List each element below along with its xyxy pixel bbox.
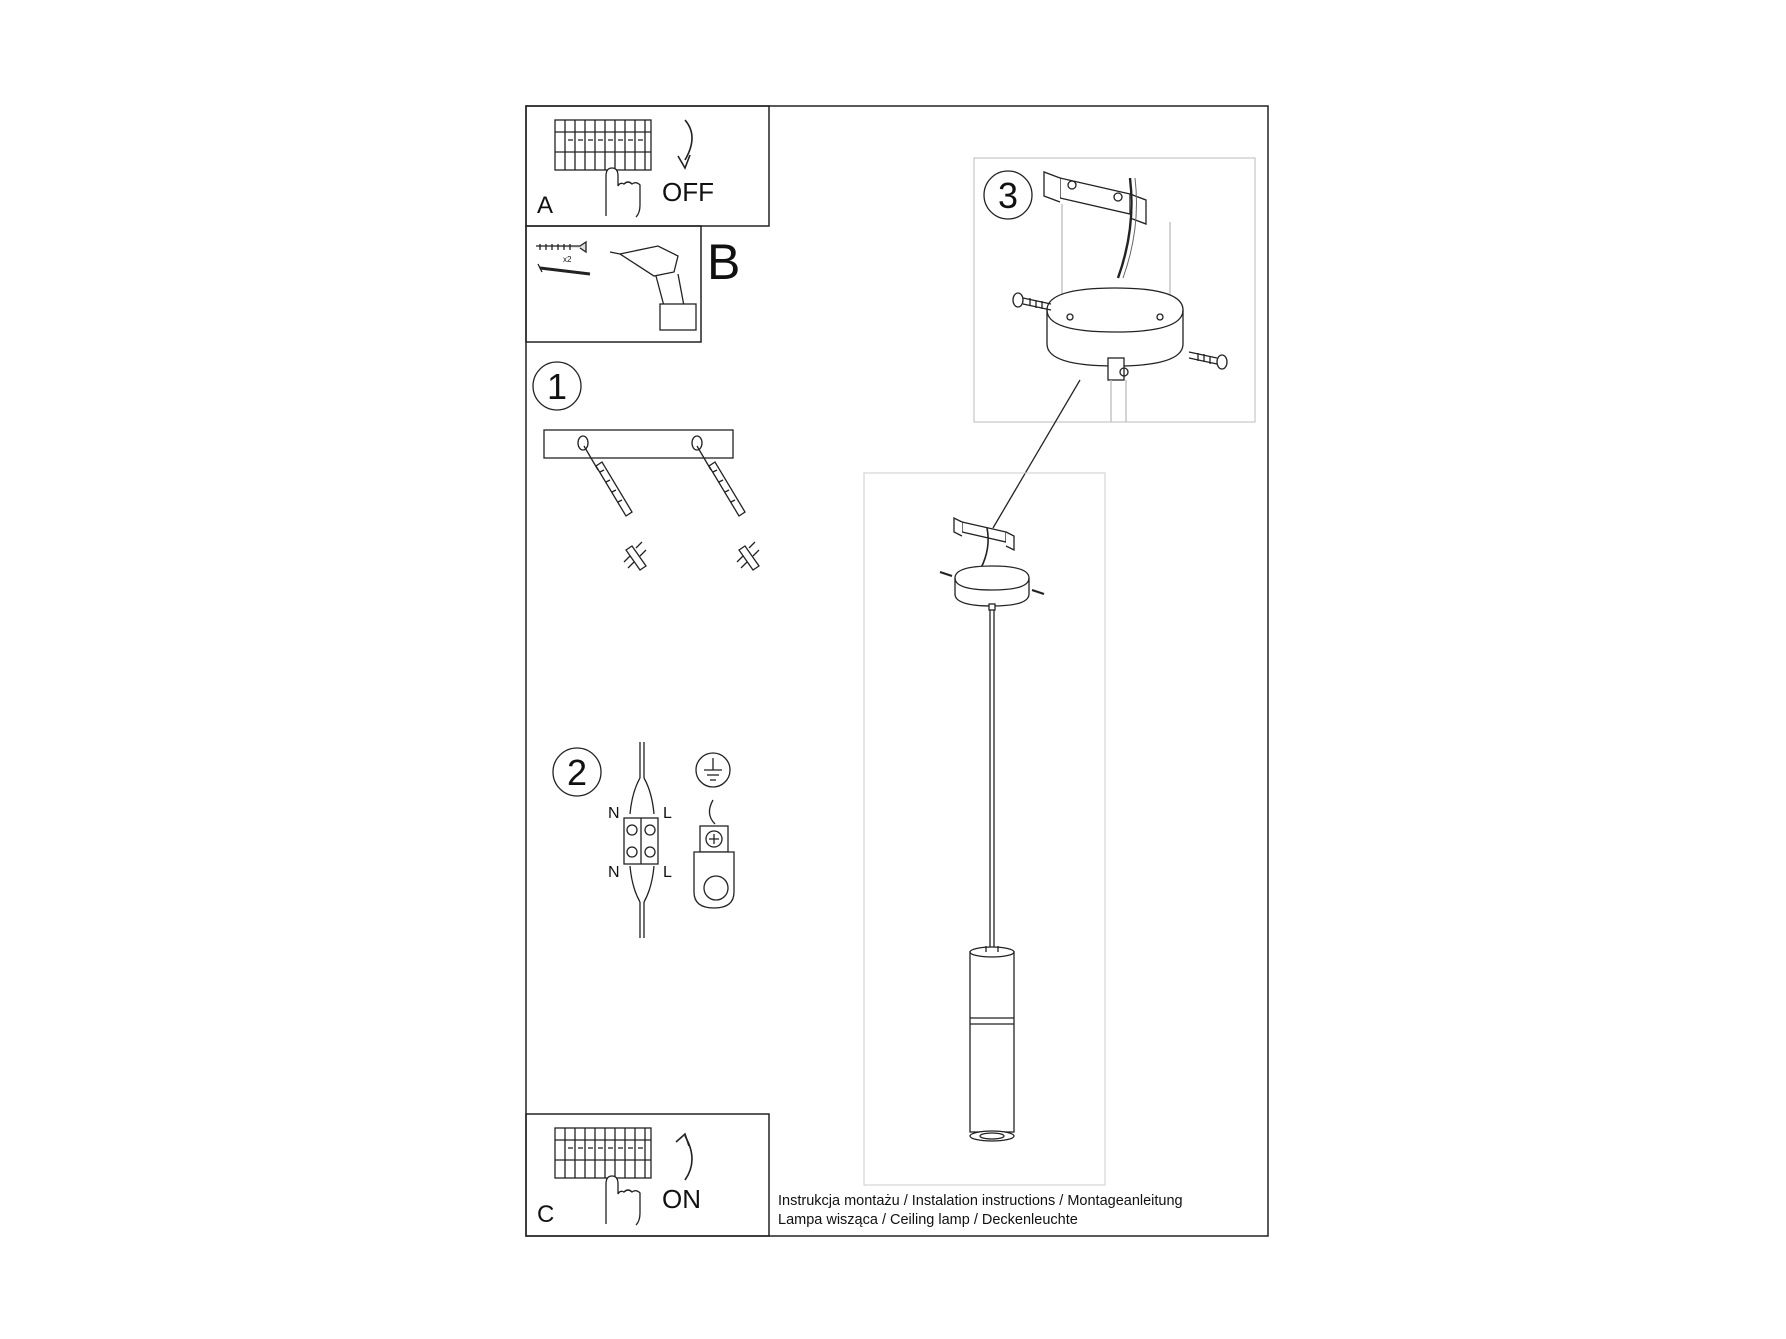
- step-1: 1: [532, 361, 760, 571]
- step-2-marker: [552, 747, 602, 797]
- fixing-screw-icon: [1188, 351, 1228, 370]
- step-3-detail: 3: [973, 157, 1256, 423]
- small-bracket-icon: [953, 516, 1015, 552]
- drill-icon: [609, 245, 697, 331]
- lamp-shade-icon: [969, 946, 1015, 1142]
- caption-instructions: Instrukcja montażu / Instalation instruc…: [778, 1193, 1183, 1209]
- ground-symbol-icon: [695, 752, 731, 788]
- hand-icon: [605, 167, 641, 218]
- anchor-quantity: x2: [563, 255, 572, 264]
- step-2-number: 2: [567, 752, 587, 793]
- screw-and-anchor-icon: [583, 445, 647, 571]
- step-1-number: 1: [547, 366, 567, 407]
- panel-a-letter: A: [537, 192, 553, 219]
- fixing-screw-icon: [1012, 292, 1052, 311]
- panel-c: C ON: [525, 1113, 770, 1237]
- sheet-frame: [525, 105, 1269, 1237]
- breaker-box-icon: [554, 119, 652, 171]
- panel-c-letter: C: [537, 1201, 554, 1228]
- step-1-marker: [532, 361, 582, 411]
- screw-and-anchor-icon: [696, 445, 760, 571]
- panel-a-action: OFF: [662, 177, 714, 207]
- terminal-block-diagram: [623, 742, 659, 938]
- wall-plug-icon: [536, 240, 587, 254]
- panel-c-action: ON: [662, 1184, 701, 1214]
- screw-icon: [537, 263, 591, 276]
- panel-b-letter: B: [707, 234, 740, 290]
- small-canopy-icon: [954, 565, 1030, 607]
- power-cable: [1116, 177, 1133, 279]
- step-3-number: 3: [998, 175, 1018, 216]
- panel-a: A OFF: [525, 105, 770, 227]
- ceiling-canopy-icon: [1046, 287, 1184, 422]
- live-top-label: L: [663, 805, 672, 822]
- detail-callout-line: [992, 379, 1081, 529]
- panel-b: x2 B: [525, 225, 740, 343]
- ground-terminal-icon: [693, 799, 735, 909]
- mounting-bracket: [543, 429, 734, 459]
- switch-down-arrow-icon: [684, 119, 693, 161]
- step-3-marker: [983, 170, 1033, 220]
- breaker-box-icon: [554, 1127, 652, 1179]
- live-bottom-label: L: [663, 864, 672, 881]
- neutral-bottom-label: N: [608, 864, 620, 881]
- neutral-top-label: N: [608, 805, 620, 822]
- caption-product-type: Lampa wisząca / Ceiling lamp / Deckenleu…: [778, 1212, 1078, 1228]
- hand-icon: [605, 1175, 641, 1226]
- step-2: 2 N L N L: [552, 742, 735, 938]
- lamp-assembly: [863, 472, 1106, 1186]
